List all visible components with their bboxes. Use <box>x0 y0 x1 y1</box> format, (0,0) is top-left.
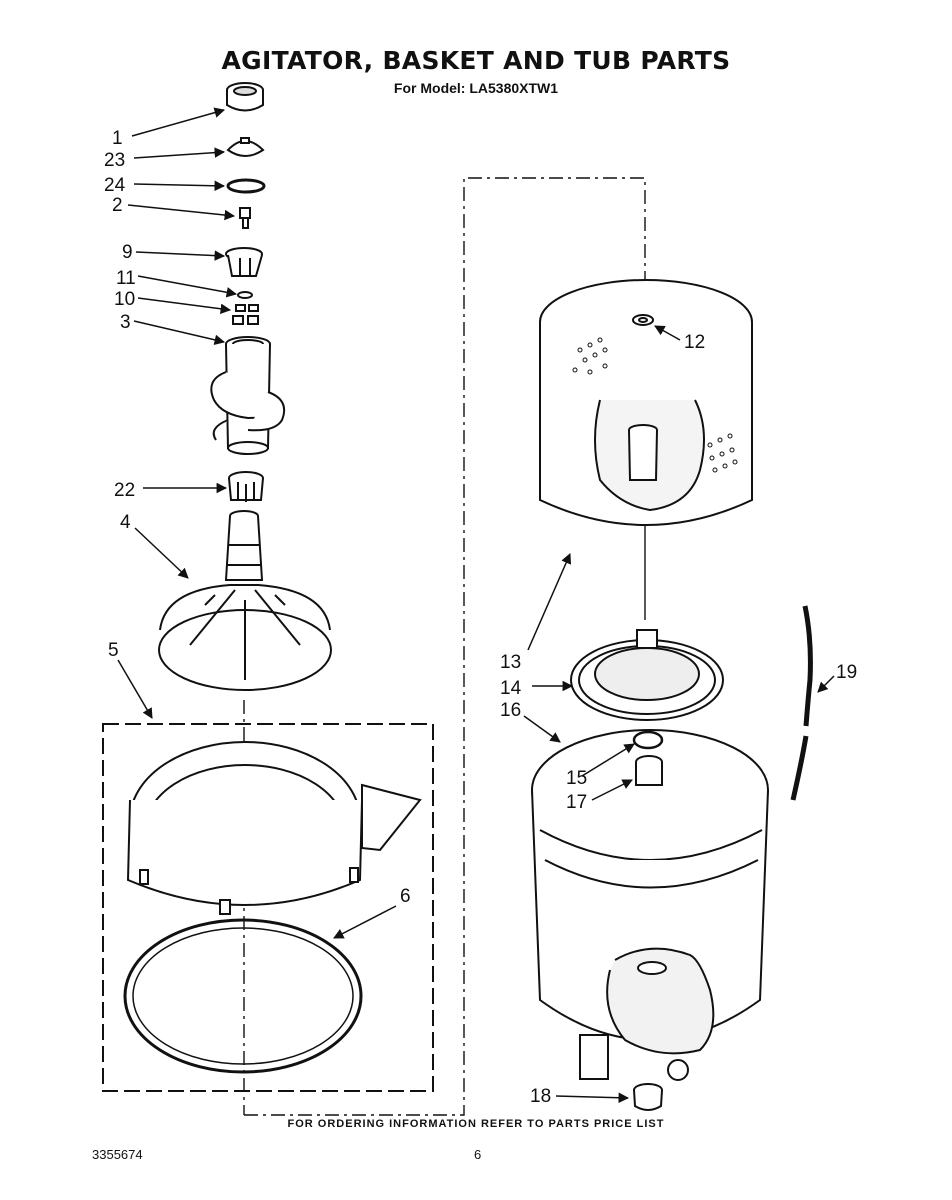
callout-14: 14 <box>500 678 522 699</box>
part-5-outline-box <box>102 723 434 1092</box>
part-9-cam <box>225 247 263 277</box>
callout-2: 2 <box>112 195 123 216</box>
part-18-plug <box>633 1083 663 1111</box>
page-title: AGITATOR, BASKET AND TUB PARTS <box>221 46 731 75</box>
callout-leaders <box>117 107 835 1103</box>
callout-6: 6 <box>400 886 411 907</box>
callout-1: 1 <box>112 128 123 149</box>
callout-12: 12 <box>684 332 705 353</box>
callout-24: 24 <box>104 175 126 196</box>
part-24-ring <box>226 178 266 194</box>
basket-axis-dashed-path <box>244 177 646 1116</box>
callout-15: 15 <box>566 768 587 789</box>
part-15-clip <box>632 730 664 750</box>
callout-16: 16 <box>500 700 521 721</box>
callout-10: 10 <box>114 289 135 310</box>
part-10-dogs <box>232 304 259 325</box>
callout-22: 22 <box>114 480 135 501</box>
part-2-bolt <box>239 207 251 229</box>
part-6-gasket <box>123 918 363 1074</box>
callout-19: 19 <box>836 662 857 683</box>
part-3-agitator-barrel <box>210 336 286 455</box>
callout-4: 4 <box>120 512 131 533</box>
part-1-agitator-cap <box>226 82 264 112</box>
callout-3: 3 <box>120 312 131 333</box>
part-16-outer-tub <box>531 729 769 1081</box>
part-19-hose <box>790 605 813 801</box>
callout-11: 11 <box>116 268 136 289</box>
basket-perforations <box>572 337 738 473</box>
part-5-tub-ring <box>126 741 422 915</box>
callout-23: 23 <box>104 150 125 171</box>
part-12-nut <box>632 314 654 326</box>
callout-5: 5 <box>108 640 119 661</box>
model-subtitle: For Model: LA5380XTW1 <box>393 80 559 96</box>
part-4-agitator-base <box>158 510 332 691</box>
ordering-note: FOR ORDERING INFORMATION REFER TO PARTS … <box>287 1118 665 1130</box>
callout-17: 17 <box>566 792 587 813</box>
part-11-washer <box>237 291 253 299</box>
callout-18: 18 <box>530 1086 551 1107</box>
document-number: 3355674 <box>92 1147 143 1162</box>
part-17-seal <box>635 755 663 786</box>
callout-9: 9 <box>122 242 133 263</box>
page-number: 6 <box>474 1147 482 1162</box>
part-14-drive-block-ring <box>570 629 724 721</box>
callout-13: 13 <box>500 652 521 673</box>
part-23-cap-cover <box>226 137 265 157</box>
part-22-coupling <box>228 471 264 502</box>
